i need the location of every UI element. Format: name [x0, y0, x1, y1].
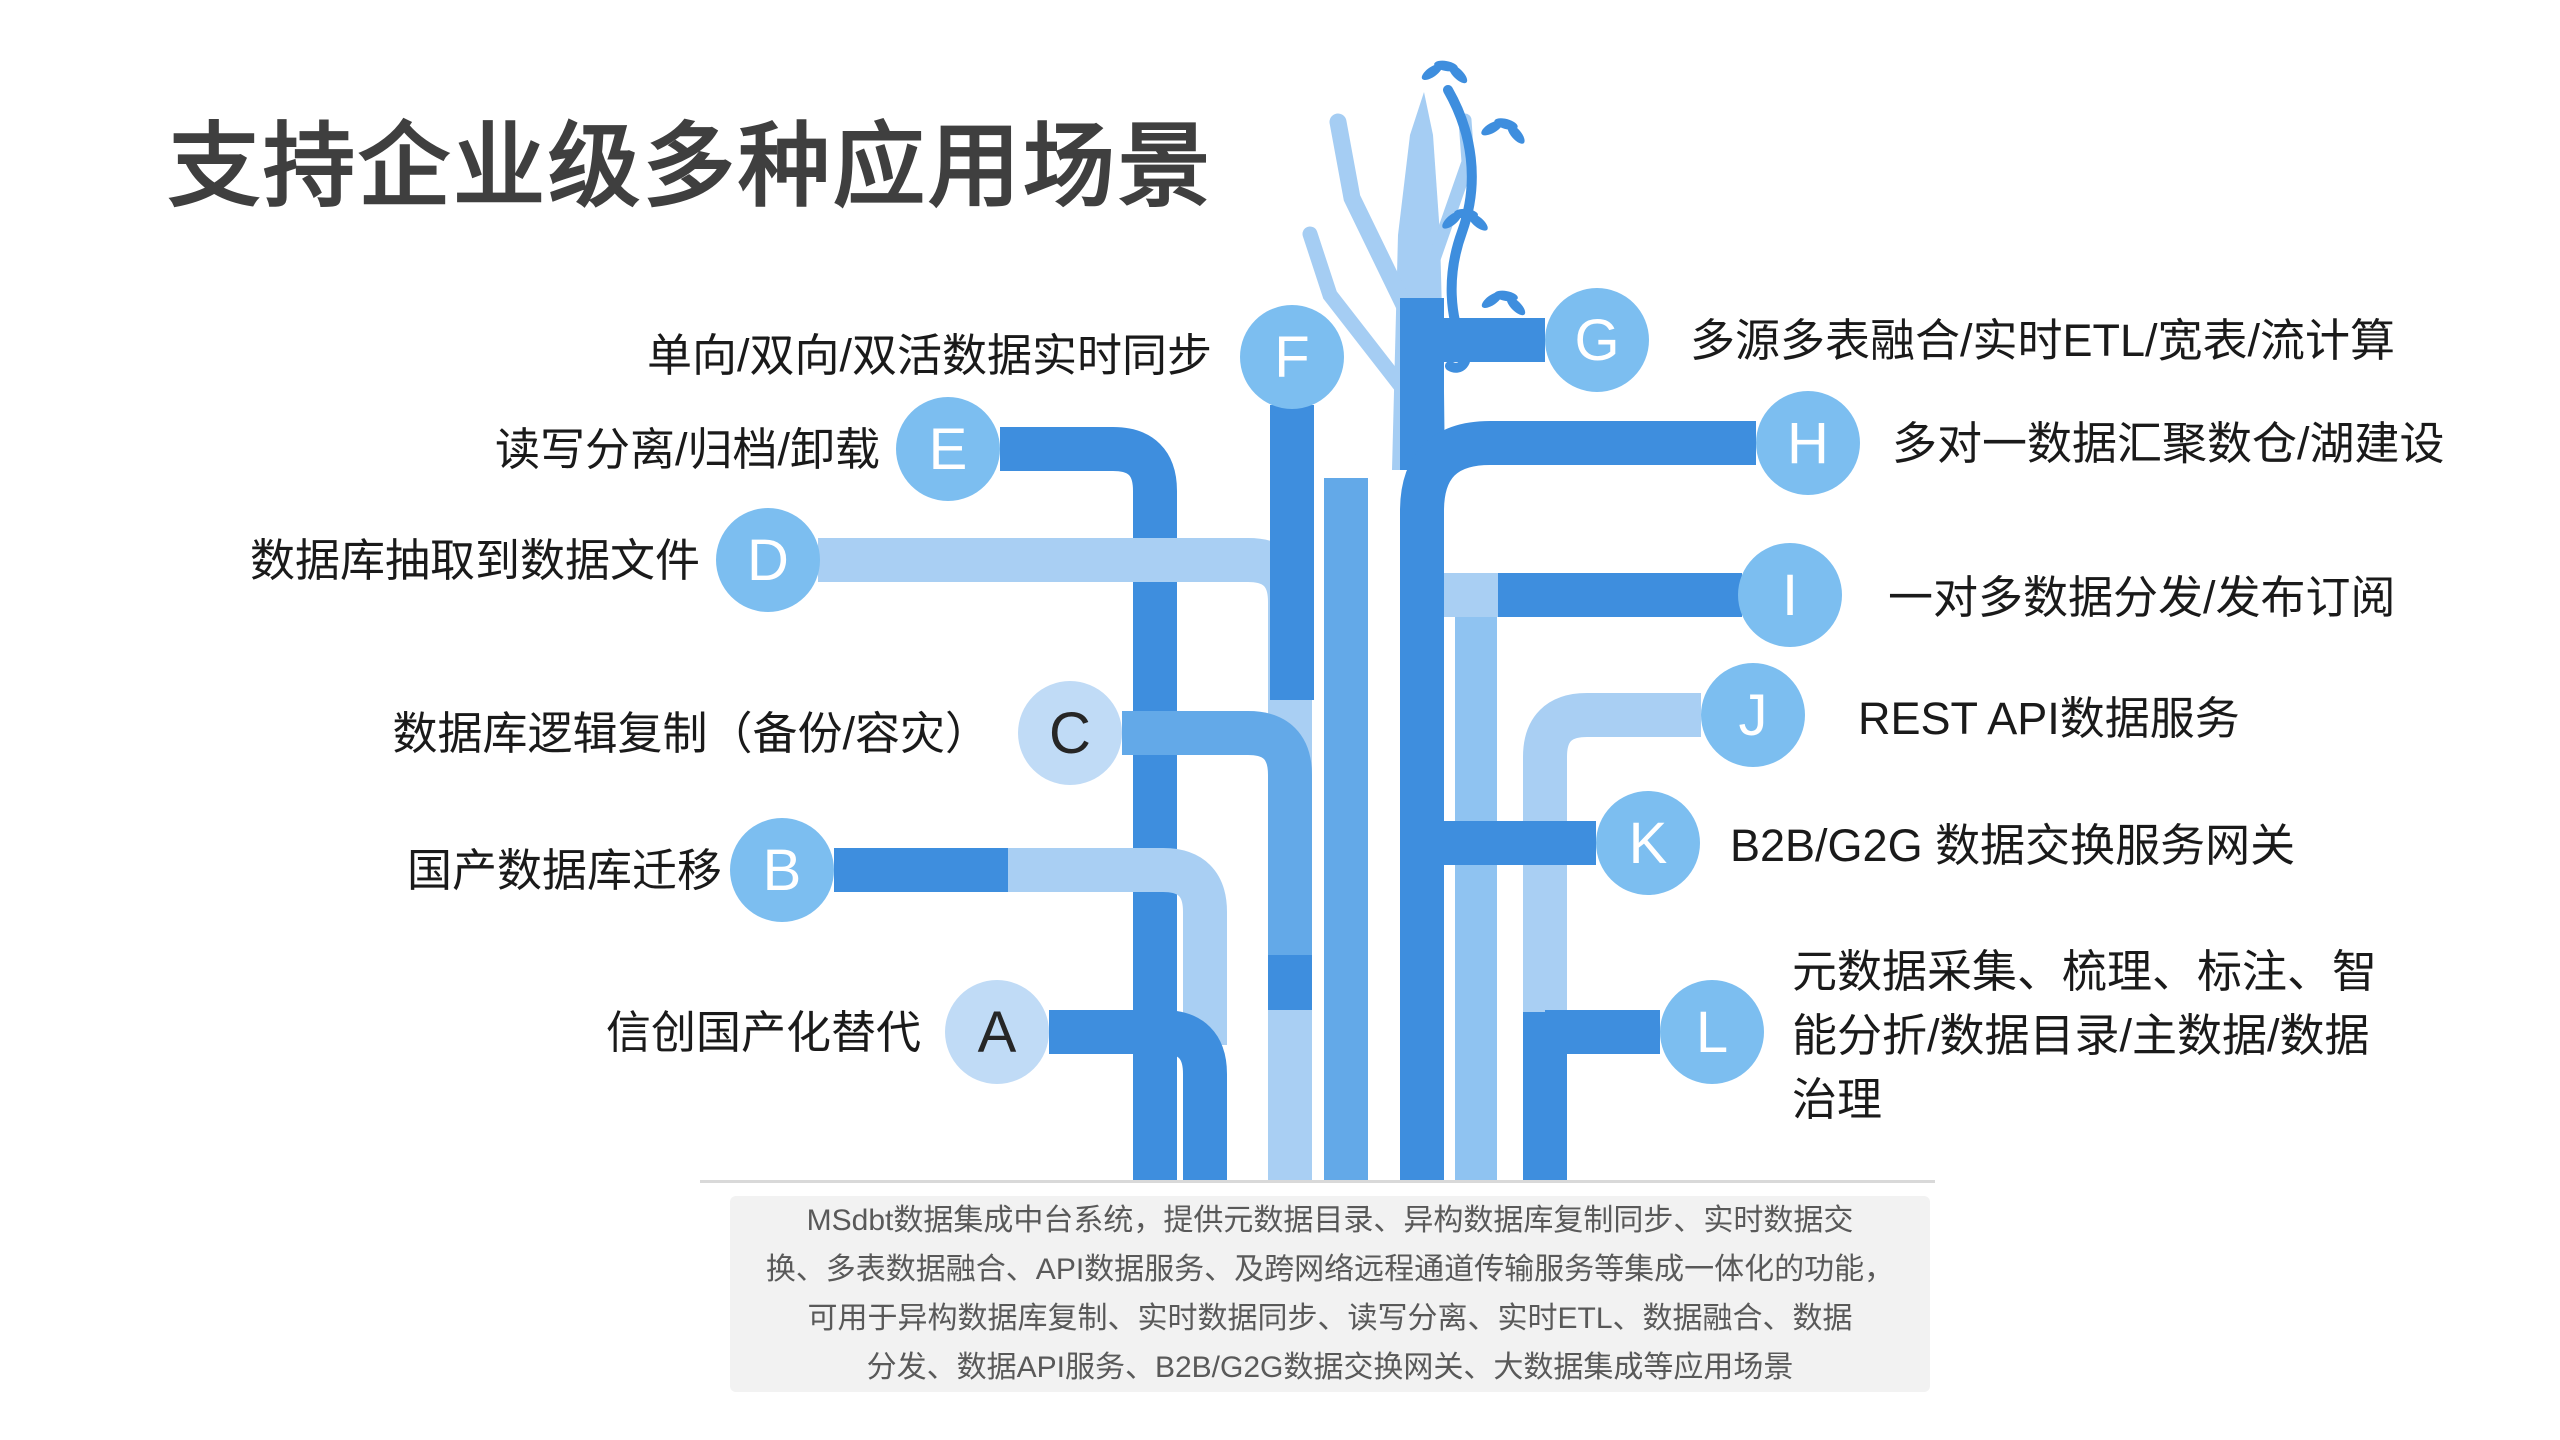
label-d: 数据库抽取到数据文件	[249, 535, 700, 586]
node-k-circle: K	[1596, 791, 1700, 895]
node-l-circle: L	[1660, 980, 1764, 1084]
label-f: 单向/双向/双活数据实时同步	[646, 330, 1212, 381]
description-line-3: 可用于异构数据库复制、实时数据同步、读写分离、实时ETL、数据融合、数据	[807, 1302, 1853, 1335]
label-l-line1: 元数据采集、梳理、标注、智	[1792, 946, 2378, 997]
label-a: 信创国产化替代	[605, 1007, 921, 1058]
label-i: 一对多数据分发/发布订阅	[1888, 572, 2396, 623]
label-b: 国产数据库迁移	[406, 845, 722, 896]
node-d-circle: D	[716, 508, 820, 612]
description-line-1: MSdbt数据集成中台系统，提供元数据目录、异构数据库复制同步、实时数据交	[806, 1204, 1854, 1237]
node-j-circle: J	[1701, 663, 1805, 767]
node-c-circle: C	[1018, 681, 1122, 785]
decorative-tree	[1302, 92, 1475, 470]
node-b-circle: B	[730, 818, 834, 922]
label-j: REST API数据服务	[1858, 693, 2240, 744]
description-line-4: 分发、数据API服务、B2B/G2G数据交换网关、大数据集成等应用场景	[866, 1351, 1794, 1384]
description-panel: MSdbt数据集成中台系统，提供元数据目录、异构数据库复制同步、实时数据交 换、…	[730, 1196, 1930, 1392]
vine-and-leaves	[1421, 60, 1526, 373]
label-k: B2B/G2G 数据交换服务网关	[1730, 820, 2296, 871]
node-g-circle: G	[1545, 288, 1649, 392]
node-h-circle: H	[1756, 391, 1860, 495]
node-a-circle: A	[945, 980, 1049, 1084]
label-l-line3: 治理	[1792, 1074, 1883, 1125]
description-line-2: 换、多表数据融合、API数据服务、及跨网络远程通道传输服务等集成一体化的功能，	[765, 1253, 1895, 1286]
node-i-circle: I	[1738, 543, 1842, 647]
label-g: 多源多表融合/实时ETL/宽表/流计算	[1690, 315, 2396, 366]
label-h: 多对一数据汇聚数仓/湖建设	[1892, 418, 2445, 469]
page-title: 支持企业级多种应用场景	[168, 116, 1214, 218]
label-c: 数据库逻辑复制（备份/容灾）	[392, 708, 990, 759]
node-f-circle: F	[1240, 305, 1344, 409]
node-e-circle: E	[896, 397, 1000, 501]
label-l-line2: 能分折/数据目录/主数据/数据	[1792, 1010, 2370, 1061]
label-e: 读写分离/归档/卸载	[494, 424, 880, 475]
baseline-divider	[700, 1180, 1935, 1183]
label-l: 元数据采集、梳理、标注、智 能分折/数据目录/主数据/数据 治理	[1792, 940, 2377, 1132]
